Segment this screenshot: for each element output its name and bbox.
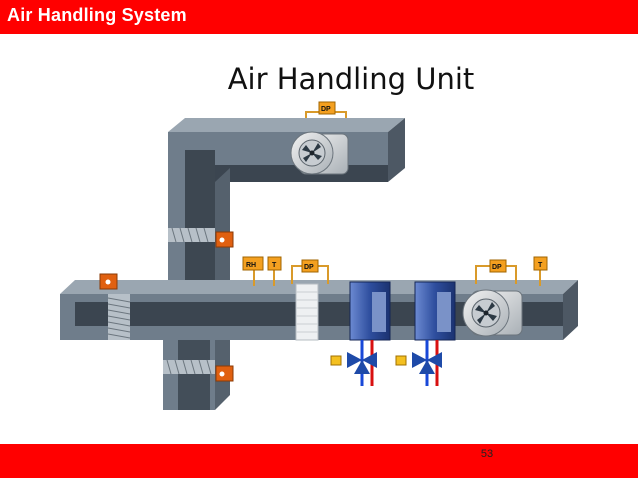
- rh-label: RH: [246, 262, 256, 269]
- damper-actuator-ea: [215, 365, 234, 382]
- temperature-sensor-right: T: [533, 256, 548, 286]
- dp-label-mid: DP: [304, 264, 314, 271]
- header-title: Air Handling System: [7, 5, 187, 25]
- t-label-right: T: [538, 262, 543, 269]
- t-label-left: T: [272, 262, 277, 269]
- slide-title: Air Handling Unit: [227, 62, 475, 96]
- dp-sensor-filter: DP: [291, 259, 329, 284]
- cooling-valve: [330, 352, 377, 374]
- dp-sensor-fan: DP: [475, 259, 517, 284]
- damper-actuator-ra: [215, 231, 234, 248]
- heating-valve: [395, 352, 442, 374]
- cooling-coil: [349, 281, 391, 341]
- dp-sensor-upper: DP: [305, 101, 347, 118]
- upper-fan: [290, 131, 349, 175]
- dp-label-right: DP: [492, 264, 502, 271]
- footer-bar: [0, 444, 638, 478]
- filter: [295, 283, 319, 341]
- lower-duct: [163, 340, 215, 410]
- exhaust-air-louver: [163, 359, 215, 375]
- return-air-louver: [168, 227, 215, 243]
- rh-sensor: RH: [242, 256, 264, 286]
- main-fan: [462, 289, 523, 337]
- page-number: 53: [480, 448, 494, 460]
- dp-label-upper: DP: [321, 106, 331, 113]
- heating-coil: [414, 281, 456, 341]
- temperature-sensor-left: T: [267, 256, 282, 286]
- damper-actuator-oa: [99, 273, 118, 290]
- outside-air-louver: [107, 294, 131, 340]
- header-bar: Air Handling System: [0, 0, 638, 34]
